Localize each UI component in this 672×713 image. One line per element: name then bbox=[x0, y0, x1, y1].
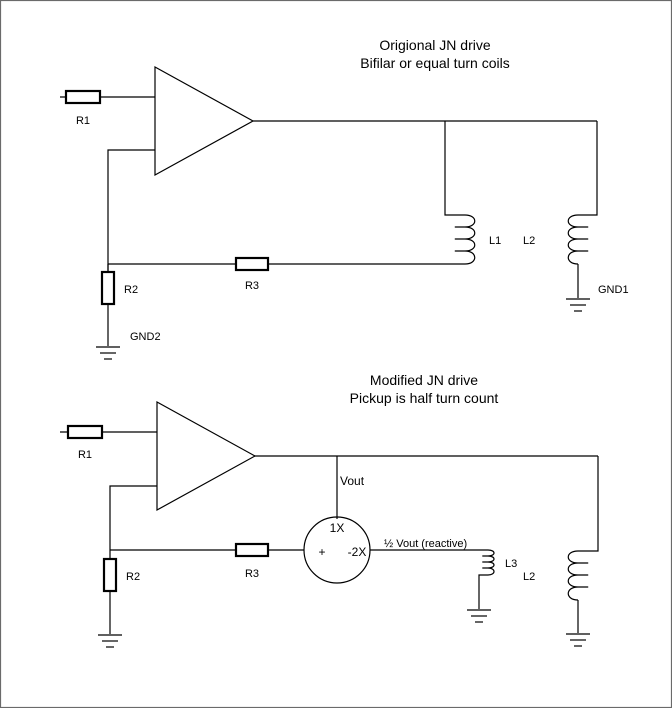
top-label-gnd1: GND1 bbox=[598, 284, 629, 296]
top-label-r1: R1 bbox=[76, 115, 90, 127]
top-resistor-r1 bbox=[64, 89, 102, 105]
bottom-ground-l2 bbox=[566, 633, 590, 647]
bottom-resistor-r3 bbox=[234, 542, 270, 558]
bottom-l3-ground-wire bbox=[478, 574, 488, 609]
top-l1-top-wire bbox=[444, 121, 465, 216]
top-label-r3: R3 bbox=[245, 280, 259, 292]
bottom-feedback-wire bbox=[109, 485, 157, 548]
top-resistor-r3 bbox=[234, 256, 270, 272]
top-amplifier bbox=[154, 65, 255, 177]
bottom-title-line1: Modified JN drive bbox=[370, 372, 478, 388]
bottom-resistor-r2 bbox=[102, 557, 118, 593]
top-title-line2: Bifilar or equal turn coils bbox=[360, 55, 509, 71]
bottom-label-l2: L2 bbox=[523, 571, 535, 583]
top-label-r2: R2 bbox=[124, 284, 138, 296]
top-resistor-r2 bbox=[100, 270, 116, 306]
top-feedback-wire bbox=[107, 149, 155, 273]
bottom-label-r1: R1 bbox=[78, 449, 92, 461]
original-jn-drive: Origional JN drive Bifilar or equal turn… bbox=[60, 37, 629, 360]
bottom-ground-l3 bbox=[467, 609, 491, 623]
top-title-line1: Origional JN drive bbox=[379, 37, 490, 53]
bottom-label-1x: 1X bbox=[330, 521, 345, 535]
bottom-l2-top-wire bbox=[578, 456, 599, 552]
bottom-ground-r2 bbox=[98, 634, 122, 648]
bottom-label-r3: R3 bbox=[245, 568, 259, 580]
modified-jn-drive: Modified JN drive Pickup is half turn co… bbox=[60, 372, 599, 648]
top-inductor-l1 bbox=[454, 214, 476, 265]
bottom-title-line2: Pickup is half turn count bbox=[350, 390, 499, 406]
top-label-gnd2: GND2 bbox=[130, 331, 161, 343]
bottom-inductor-l3 bbox=[482, 549, 495, 576]
bottom-label-plus: + bbox=[318, 545, 325, 559]
bottom-inductor-l2 bbox=[567, 550, 589, 601]
top-inductor-l2 bbox=[567, 214, 589, 265]
top-ground-gnd2 bbox=[96, 346, 120, 360]
bottom-label-r2: R2 bbox=[126, 571, 140, 583]
top-l2-top-wire bbox=[578, 121, 598, 216]
top-label-l1: L1 bbox=[489, 235, 501, 247]
bottom-label-minus-2x: -2X bbox=[348, 545, 367, 559]
bottom-resistor-r1 bbox=[66, 424, 104, 440]
top-label-l2: L2 bbox=[523, 235, 535, 247]
bottom-label-vout: Vout bbox=[340, 474, 365, 488]
bottom-label-l3: L3 bbox=[505, 558, 517, 570]
bottom-label-half-vout: ½ Vout (reactive) bbox=[384, 538, 467, 550]
top-ground-gnd1 bbox=[566, 298, 590, 312]
bottom-amplifier bbox=[156, 400, 257, 512]
